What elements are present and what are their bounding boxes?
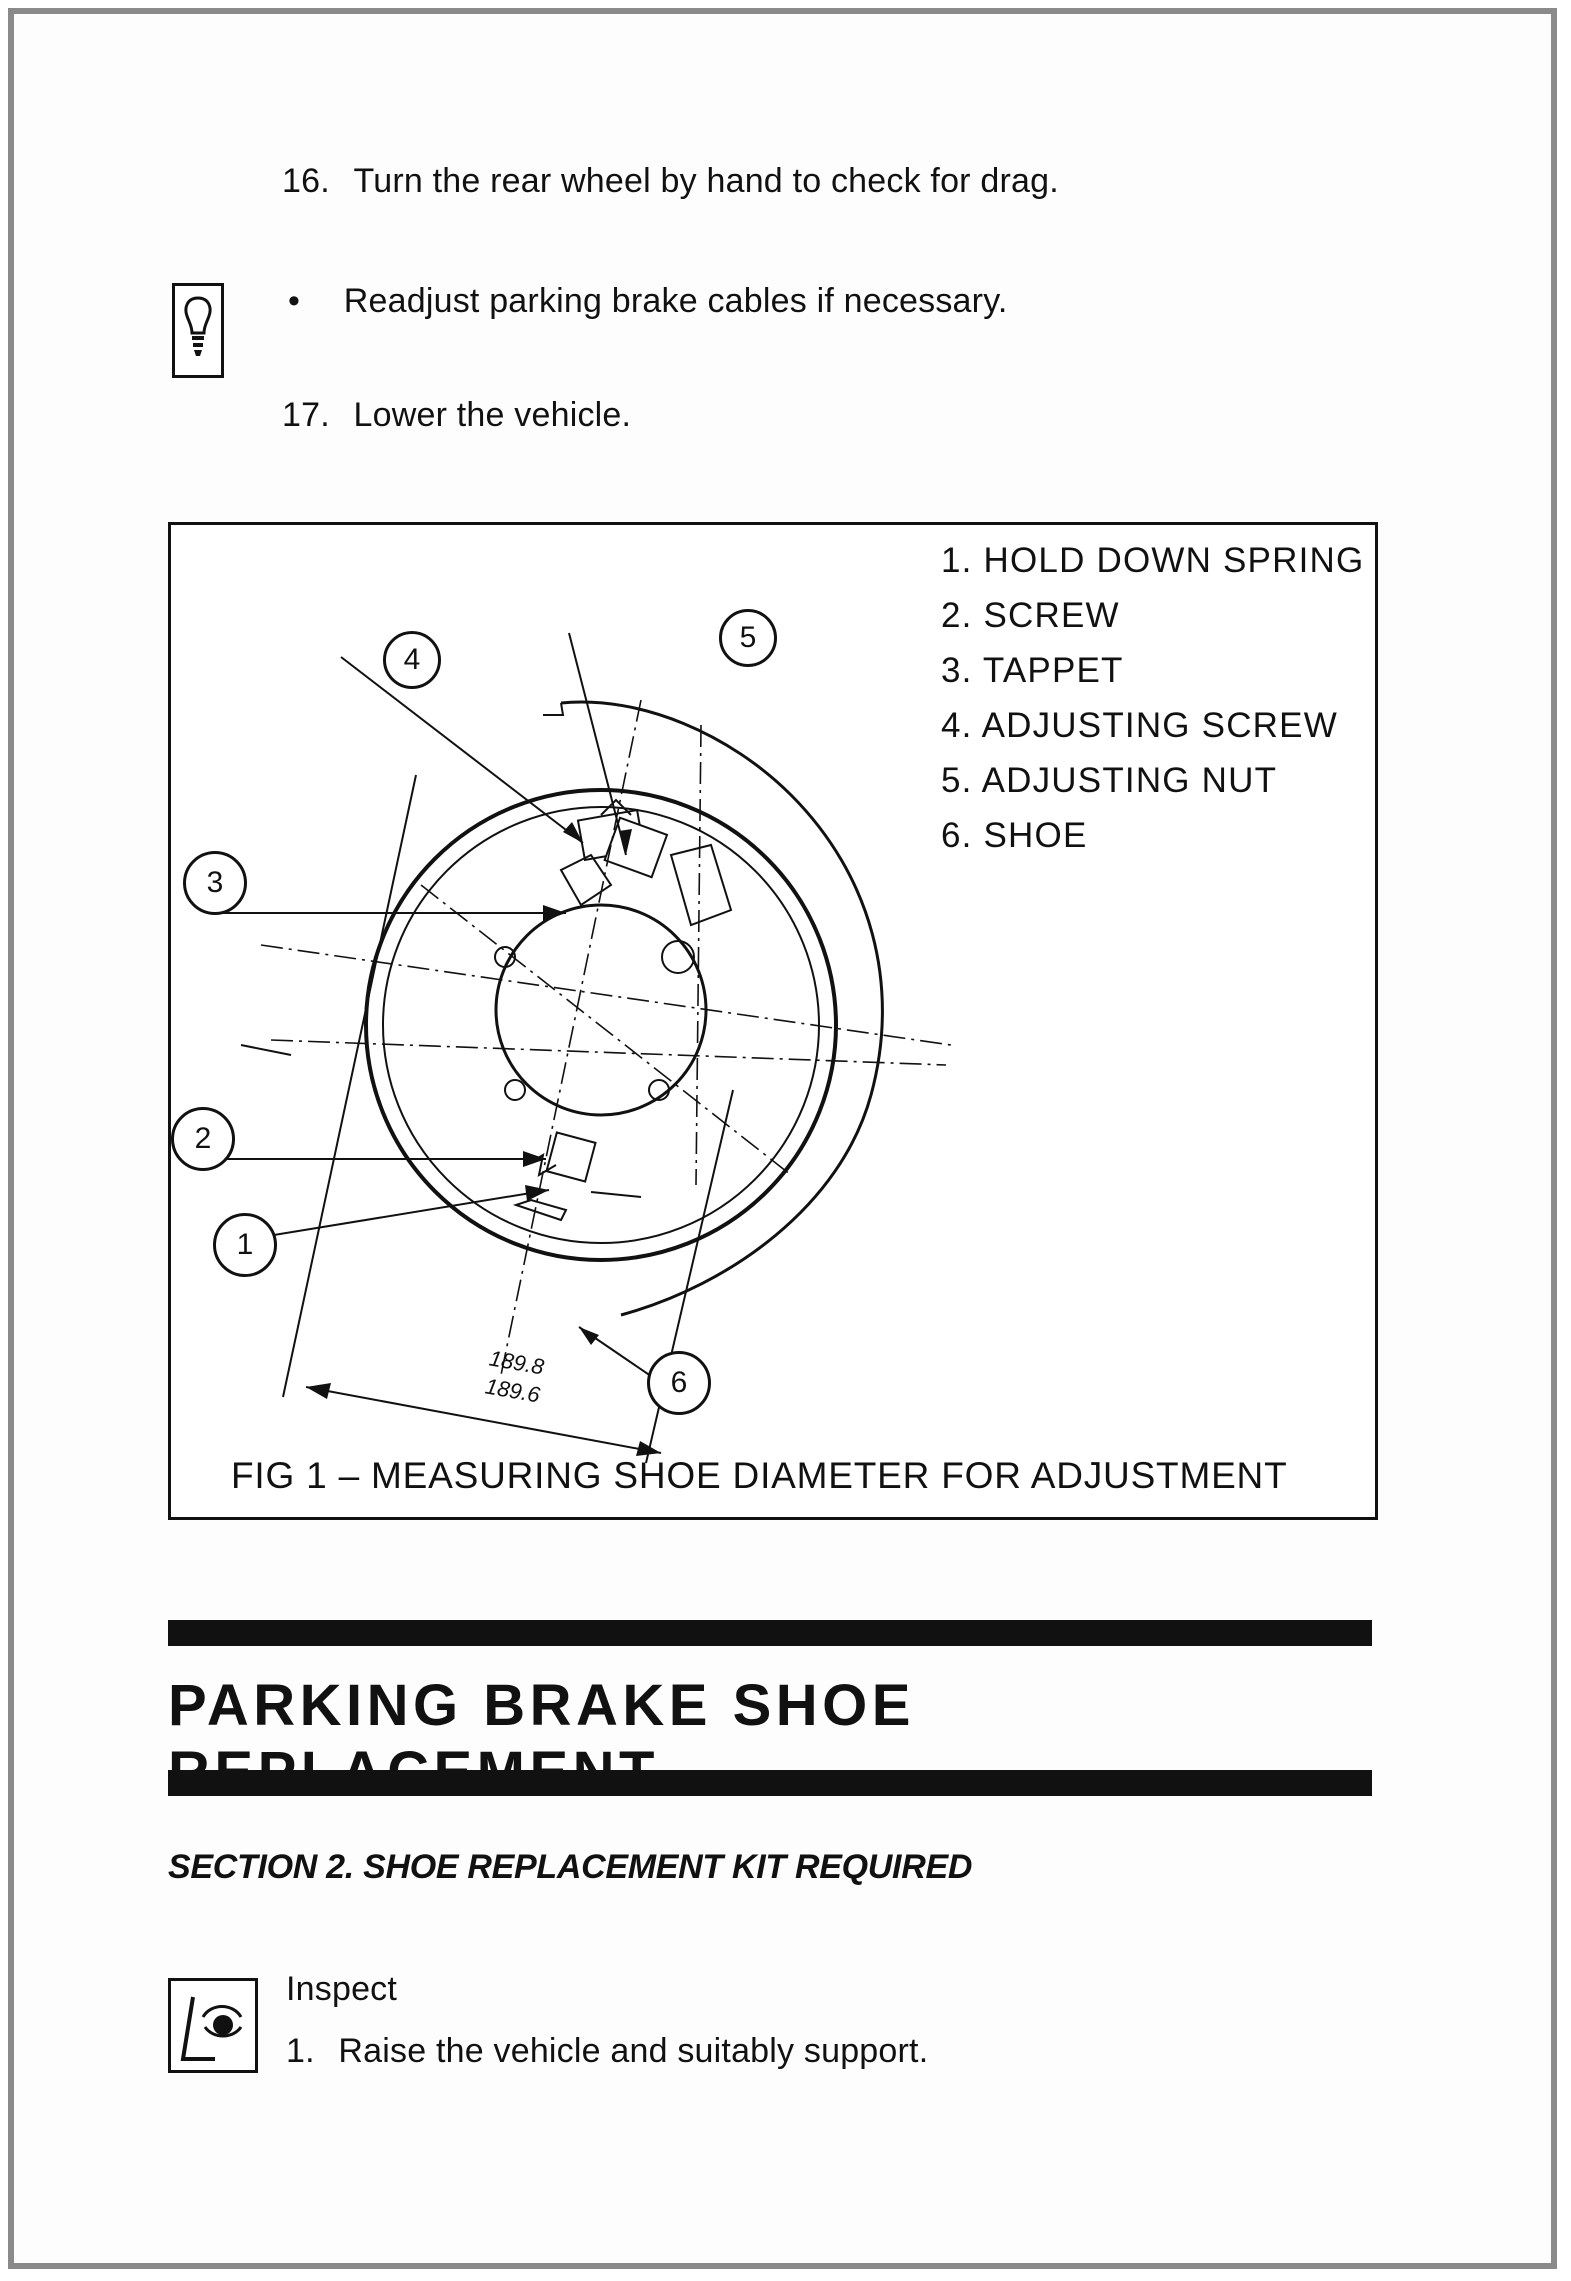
callout-5: 5 xyxy=(719,609,777,667)
figure-box: 4 5 3 2 1 6 189.8 189.6 1. HOLD DOWN SPR… xyxy=(168,522,1378,1520)
section-step-1-number: 1. xyxy=(286,2032,315,2070)
note-text: Readjust parking brake cables if necessa… xyxy=(343,282,1008,320)
shoe-slot xyxy=(590,1191,642,1198)
step-17-text: Lower the vehicle. xyxy=(353,396,632,434)
step-17-number: 17. xyxy=(282,396,330,434)
section-rule-bottom xyxy=(168,1770,1372,1796)
legend-item-4: 4. ADJUSTING SCREW xyxy=(941,706,1338,745)
brake-diagram xyxy=(201,632,952,1464)
callout-1: 1 xyxy=(213,1213,277,1277)
section-subtitle: SECTION 2. SHOE REPLACEMENT KIT REQUIRED xyxy=(168,1848,973,1886)
legend-item-3: 3. TAPPET xyxy=(941,651,1124,690)
step-16: 16. Turn the rear wheel by hand to check… xyxy=(282,162,1059,201)
callout-2: 2 xyxy=(171,1107,235,1171)
important-bulb-icon xyxy=(172,283,224,378)
section-step-1: 1. Raise the vehicle and suitably suppor… xyxy=(286,2032,928,2071)
legend-item-5: 5. ADJUSTING NUT xyxy=(941,761,1278,800)
note-readjust: • Readjust parking brake cables if neces… xyxy=(288,282,1008,321)
inspect-label: Inspect xyxy=(286,1970,398,2008)
note-bullet: • xyxy=(288,282,301,320)
backing-plate xyxy=(364,788,838,1262)
legend-item-6: 6. SHOE xyxy=(941,816,1088,855)
legend-item-1: 1. HOLD DOWN SPRING xyxy=(941,541,1365,580)
dimension-line xyxy=(305,1386,662,1454)
section-rule-top xyxy=(168,1620,1372,1646)
step-16-number: 16. xyxy=(282,162,330,200)
backing-plate-inner xyxy=(382,806,820,1244)
legend-item-2: 2. SCREW xyxy=(941,596,1120,635)
callout-4: 4 xyxy=(383,631,441,689)
callout-6: 6 xyxy=(647,1351,711,1415)
figure-caption: FIG 1 – MEASURING SHOE DIAMETER FOR ADJU… xyxy=(231,1455,1288,1496)
inspect-eye-icon xyxy=(168,1978,258,2073)
hold-down-spring xyxy=(512,1131,597,1222)
bolt-holes xyxy=(494,940,695,1101)
step-16-text: Turn the rear wheel by hand to check for… xyxy=(353,162,1059,200)
section-step-1-text: Raise the vehicle and suitably support. xyxy=(338,2032,929,2070)
drum-edge xyxy=(543,702,565,716)
drum-lower-edge xyxy=(240,1044,292,1056)
hub xyxy=(494,903,708,1117)
step-17: 17. Lower the vehicle. xyxy=(282,396,631,435)
drum-arc xyxy=(560,700,884,1317)
callout-3: 3 xyxy=(183,851,247,915)
